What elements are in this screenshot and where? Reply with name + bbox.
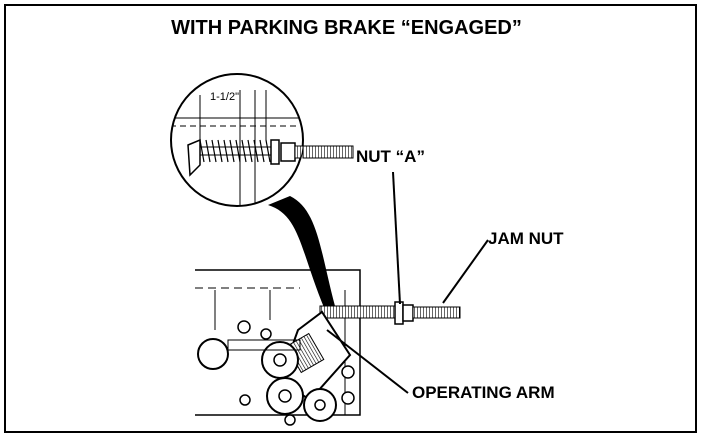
callout-nut-a: NUT “A” <box>356 147 425 166</box>
diagram-title: WITH PARKING BRAKE “ENGAGED” <box>171 17 522 39</box>
magnified-inset <box>170 73 304 207</box>
magnifier-connector <box>268 196 335 310</box>
diagram-frame <box>4 4 697 433</box>
callout-jam-nut: JAM NUT <box>488 229 564 248</box>
inset-threaded-rod <box>302 145 354 159</box>
nut-a-leader <box>392 171 401 305</box>
dimension-label: 1-1/2" <box>210 91 239 103</box>
jam-nut-leader <box>442 239 489 304</box>
operating-arm-leader <box>326 329 409 394</box>
callout-operating-arm: OPERATING ARM <box>412 383 555 402</box>
